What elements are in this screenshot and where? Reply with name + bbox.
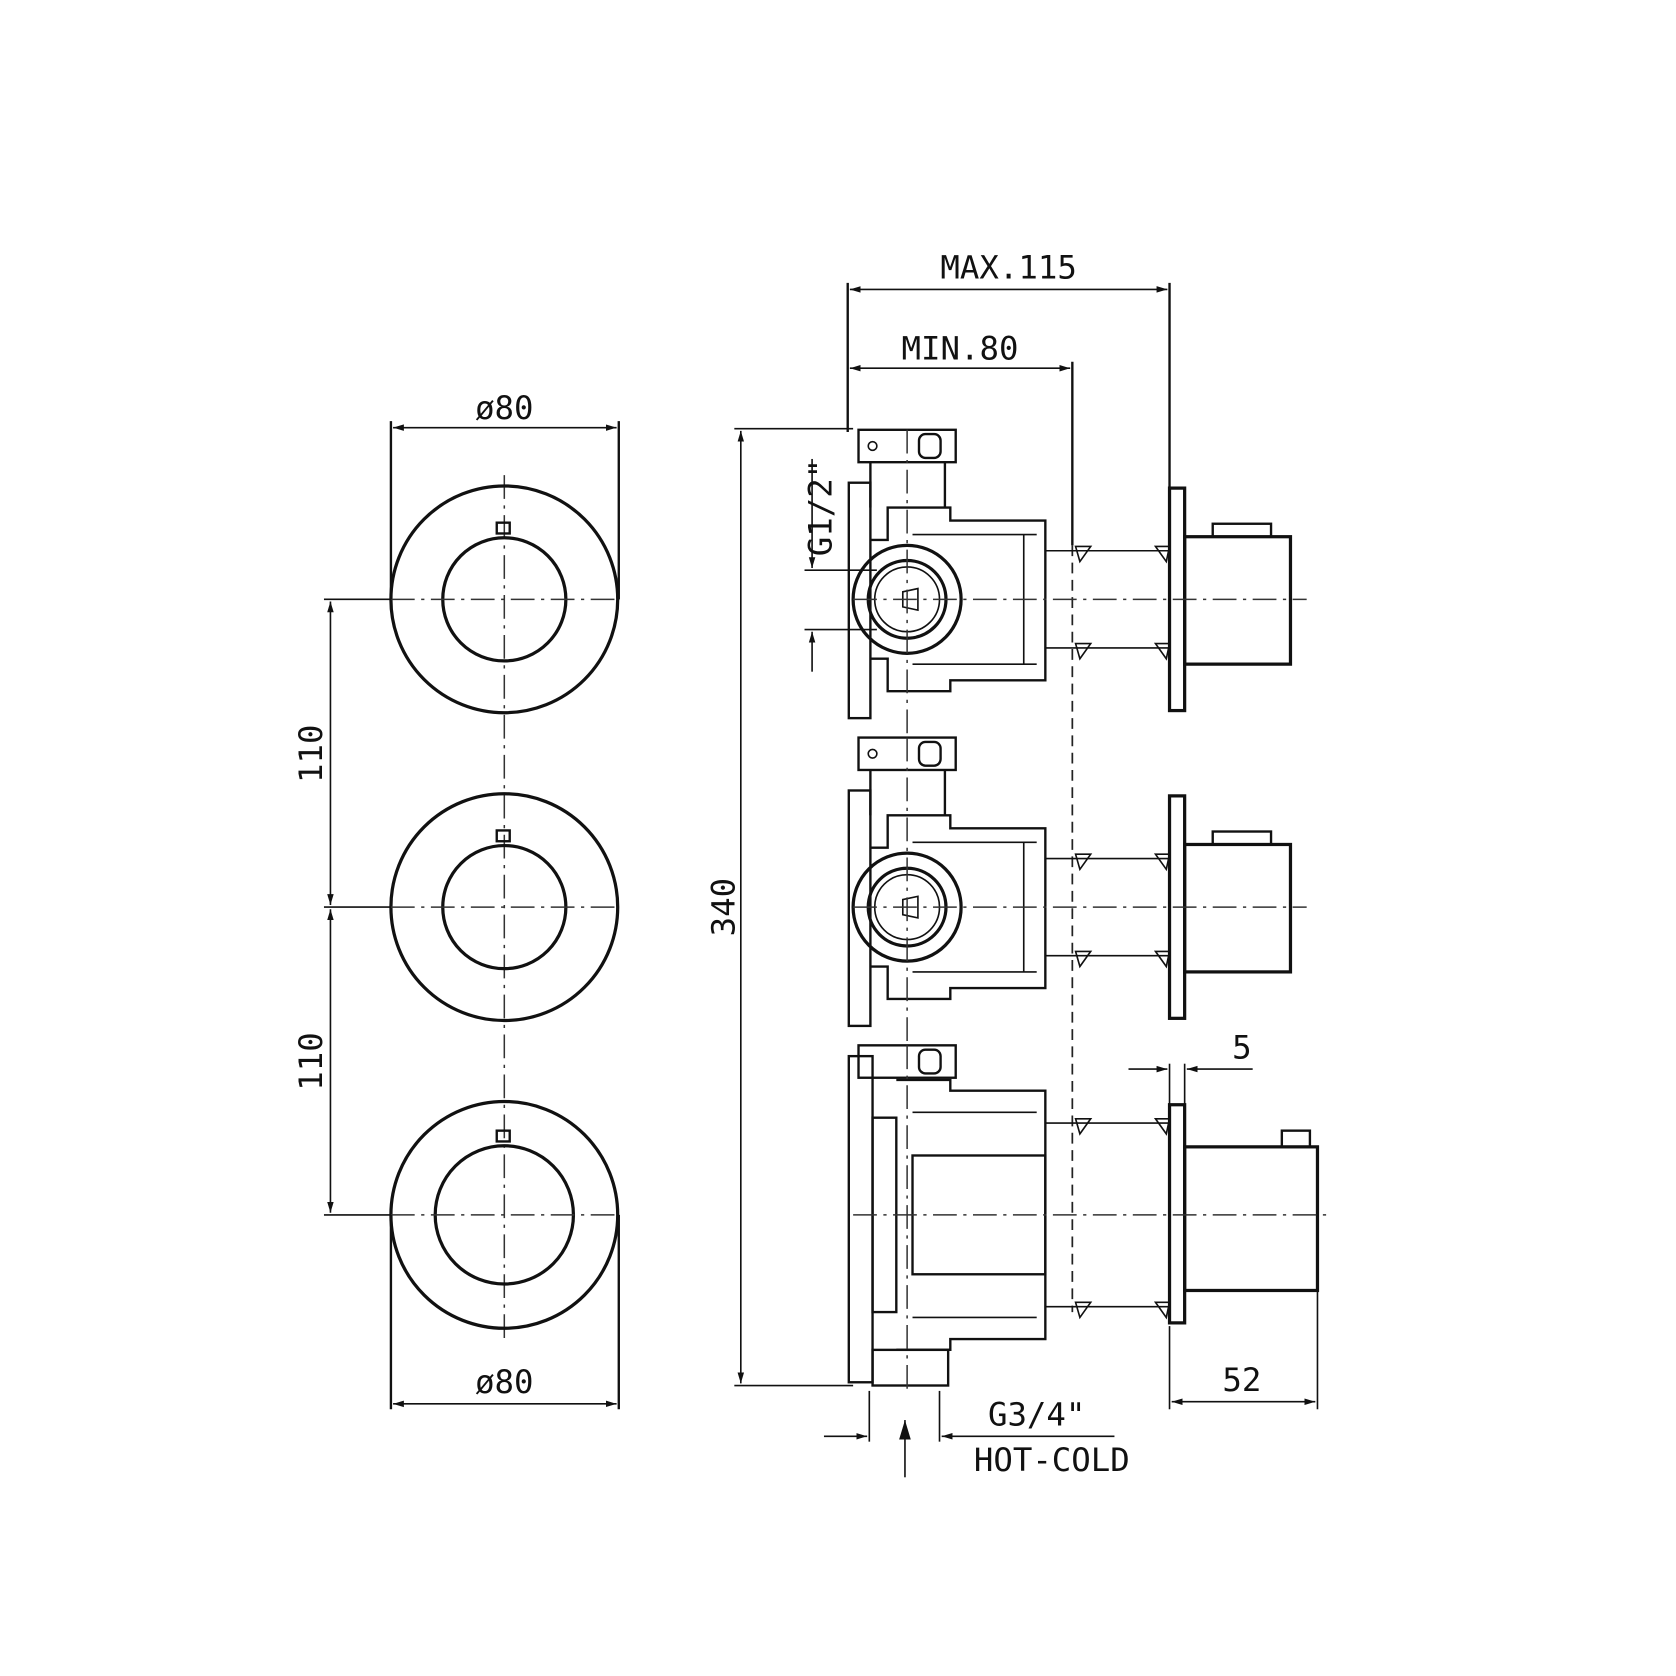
dim-plate-thickness: 5: [1128, 1028, 1253, 1104]
diverter-handle[interactable]: [1183, 1145, 1320, 1293]
dim-spacing: 110 110: [292, 598, 391, 1216]
inlet-thread-label: G3/4": [988, 1395, 1085, 1433]
indicator-notch-icon: [495, 1129, 511, 1143]
dim-diameter-bottom: ø80: [389, 1214, 620, 1410]
valve-module-top: [847, 428, 1307, 735]
dim-outlet-thread: G1/2": [802, 459, 877, 672]
dim-diameter-top: ø80: [389, 389, 620, 600]
max-depth-label: MAX.115: [940, 249, 1076, 287]
dim-overall-height: 340: [704, 427, 854, 1387]
indicator-notch-icon: [495, 829, 511, 843]
handle-depth-label: 52: [1222, 1361, 1261, 1399]
outlet-thread-label: G1/2": [802, 459, 840, 556]
dim-handle-depth: 52: [1168, 1290, 1319, 1410]
inlet-hot-cold-label: HOT-COLD: [974, 1441, 1130, 1479]
overall-height-label: 340: [704, 878, 742, 936]
valve-module-middle: [847, 736, 1307, 1043]
spacing-lower-label: 110: [292, 1032, 330, 1090]
cover-plate: [1167, 1103, 1187, 1325]
diameter-top-label: ø80: [475, 389, 533, 427]
dim-max-depth: MAX.115: [846, 249, 1171, 489]
plate-thickness-label: 5: [1232, 1028, 1252, 1066]
control-handle[interactable]: [1183, 535, 1293, 666]
valve-module-bottom: [847, 1044, 1329, 1394]
min-depth-label: MIN.80: [902, 330, 1019, 368]
control-handle[interactable]: [1183, 842, 1293, 974]
diameter-bottom-label: ø80: [475, 1363, 533, 1401]
dim-inlet-thread: G3/4" HOT-COLD: [823, 1390, 1130, 1479]
side-view: 340 MAX.115 MIN.80 G1/2": [704, 249, 1329, 1479]
dim-min-depth: MIN.80: [849, 330, 1074, 1313]
indicator-notch-icon: [495, 521, 511, 535]
spacing-upper-label: 110: [292, 725, 330, 783]
front-view: ø80 ø80 110 110: [292, 389, 620, 1410]
